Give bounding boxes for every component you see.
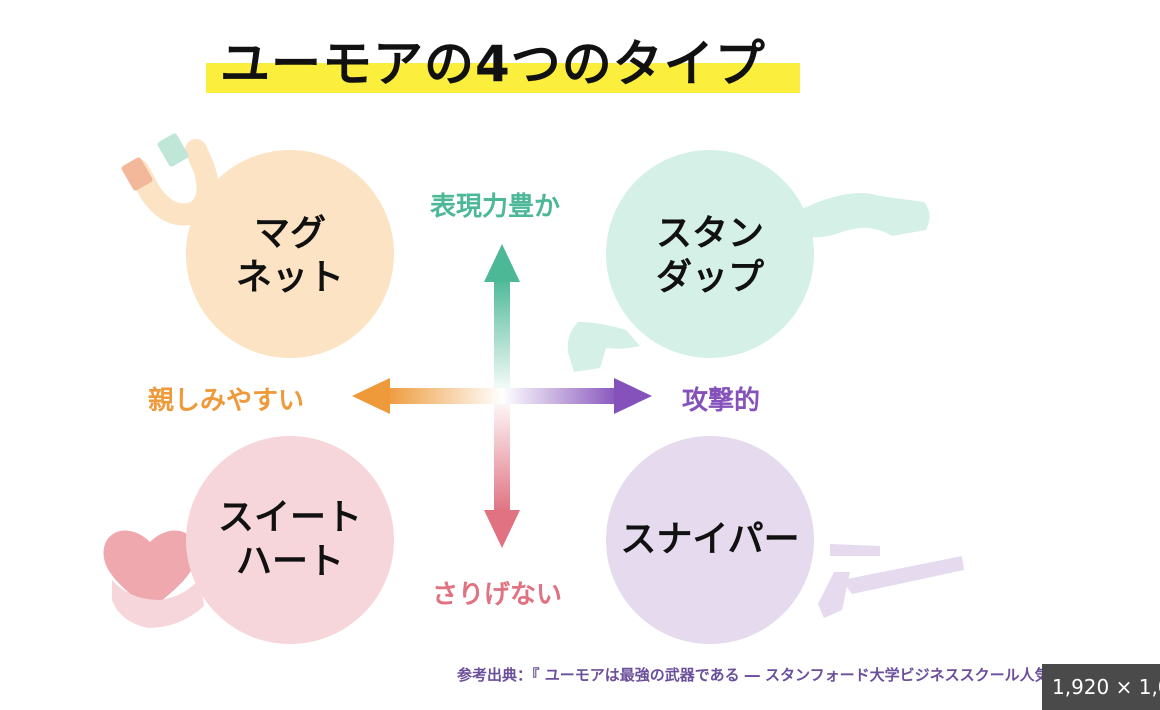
- sniper-circle: [606, 436, 814, 644]
- sniper-label-line: スナイパー: [620, 519, 800, 560]
- source-citation: 参考出典：『 ユーモアは最強の武器である ― スタンフォード大学ビジネススクール…: [457, 666, 1130, 684]
- magnet-circle: [186, 150, 394, 358]
- magnet-label-line: ネット: [235, 257, 344, 298]
- running-leg-illustration: [567, 193, 930, 372]
- standup-label: スタン ダップ: [610, 212, 810, 300]
- axis-label-friendly: 親しみやすい: [148, 386, 305, 416]
- sweetheart-label-line: スイート: [217, 497, 362, 538]
- axis-label-subtle: さりげない: [432, 580, 563, 610]
- axis-label-expressive: 表現力豊か: [430, 192, 561, 222]
- sweetheart-label-line: ハート: [235, 541, 344, 582]
- standup-label-line: ダップ: [655, 257, 764, 298]
- friendly-axis-arrow: [352, 378, 502, 414]
- aggressive-axis-arrow: [502, 378, 652, 414]
- magnet-illustration: [121, 133, 219, 226]
- sniper-label: スナイパー: [610, 518, 810, 562]
- sweetheart-circle: [186, 436, 394, 644]
- expressive-axis-arrow: [484, 244, 520, 396]
- page-title: ユーモアの4つのタイプ: [220, 35, 766, 93]
- subtle-axis-arrow: [484, 396, 520, 548]
- rifle-illustration: [818, 544, 964, 618]
- title-highlight-bar: [206, 63, 800, 93]
- standup-circle: [606, 150, 814, 358]
- magnet-label: マグ ネット: [190, 212, 390, 300]
- axis-label-aggressive: 攻撃的: [682, 386, 761, 416]
- heart-illustration: [103, 530, 204, 628]
- sweetheart-label: スイート ハート: [190, 496, 390, 584]
- standup-label-line: スタン: [655, 213, 764, 254]
- image-size-badge: 1,920 × 1,0: [1042, 664, 1160, 710]
- magnet-label-line: マグ: [253, 213, 326, 254]
- title-banner: ユーモアの4つのタイプ: [206, 22, 800, 94]
